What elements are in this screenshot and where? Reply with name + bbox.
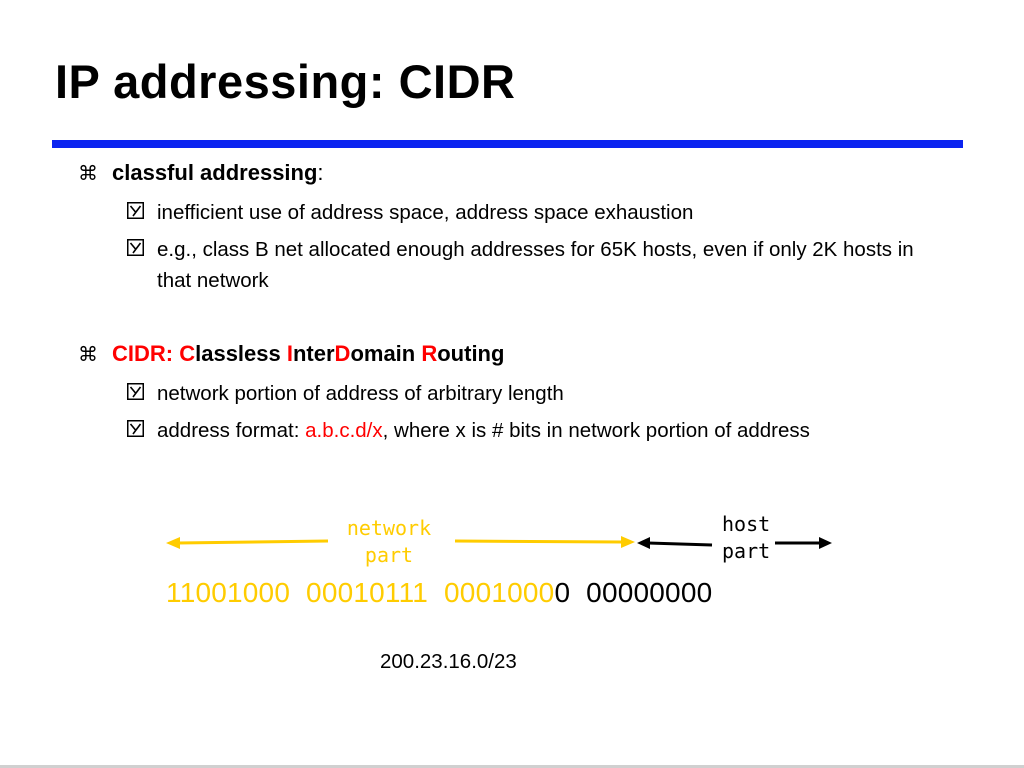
checkbox-y-icon xyxy=(127,239,144,256)
binary-network-bits: 11001000 00010111 0001000 xyxy=(166,577,555,608)
classful-heading: classful addressing xyxy=(112,160,318,185)
address-format-prefix: address format: xyxy=(157,419,306,442)
command-key-icon: ⌘ xyxy=(78,161,98,185)
title-rule xyxy=(52,140,963,148)
network-right-arrow-line xyxy=(454,539,623,544)
binary-host-bits: 0 00000000 xyxy=(554,577,713,608)
network-part-label: network part xyxy=(333,515,445,569)
cidr-word-outing: outing xyxy=(437,341,505,366)
cidr-prefix: CIDR: xyxy=(112,341,180,366)
dotted-decimal-address: 200.23.16.0/23 xyxy=(380,650,517,673)
checkbox-y-icon xyxy=(127,420,144,437)
classful-colon: : xyxy=(317,160,324,185)
bullet-cidr-text: CIDR: Classless InterDomain Routing xyxy=(112,341,504,367)
host-left-arrowhead xyxy=(637,537,650,549)
host-label-line1: host xyxy=(722,512,771,536)
host-part-label: host part xyxy=(722,511,792,565)
subbullet-inefficient-text: inefficient use of address space, addres… xyxy=(157,201,694,224)
address-format-suffix: , where x is # bits in network portion o… xyxy=(382,419,810,442)
cidr-letter-i: I xyxy=(286,341,293,366)
cidr-word-omain: omain xyxy=(350,341,422,366)
cidr-word-lassless: lassless xyxy=(195,341,287,366)
binary-address: 11001000 00010111 00010000 00000000 xyxy=(166,577,712,609)
host-left-arrow-line xyxy=(647,541,713,547)
network-left-arrow-line xyxy=(177,539,329,545)
network-label-line2: part xyxy=(364,543,414,567)
network-label-line1: network xyxy=(346,516,432,540)
address-format-notation: a.b.c.d/x xyxy=(305,419,383,442)
bullet-classful-text: classful addressing: xyxy=(112,160,324,186)
command-key-icon: ⌘ xyxy=(78,342,98,366)
slide-title: IP addressing: CIDR xyxy=(55,55,516,108)
checkbox-y-icon xyxy=(127,202,144,219)
subbullet-classb-text: e.g., class B net allocated enough addre… xyxy=(157,238,914,292)
subbullet-address-format-text: address format: a.b.c.d/x, where x is # … xyxy=(157,415,917,446)
network-right-arrowhead xyxy=(621,536,635,548)
network-left-arrowhead xyxy=(166,537,180,549)
cidr-letter-r: R xyxy=(421,341,438,366)
checkbox-y-icon xyxy=(127,383,144,400)
subbullet-network-portion-text: network portion of address of arbitrary … xyxy=(157,382,564,405)
cidr-letter-d: D xyxy=(334,341,351,366)
cidr-letter-c: C xyxy=(179,341,196,366)
host-right-arrowhead xyxy=(819,537,832,549)
cidr-word-nter: nter xyxy=(292,341,335,366)
footer-line xyxy=(0,765,1024,768)
host-label-line2: part xyxy=(722,539,771,563)
